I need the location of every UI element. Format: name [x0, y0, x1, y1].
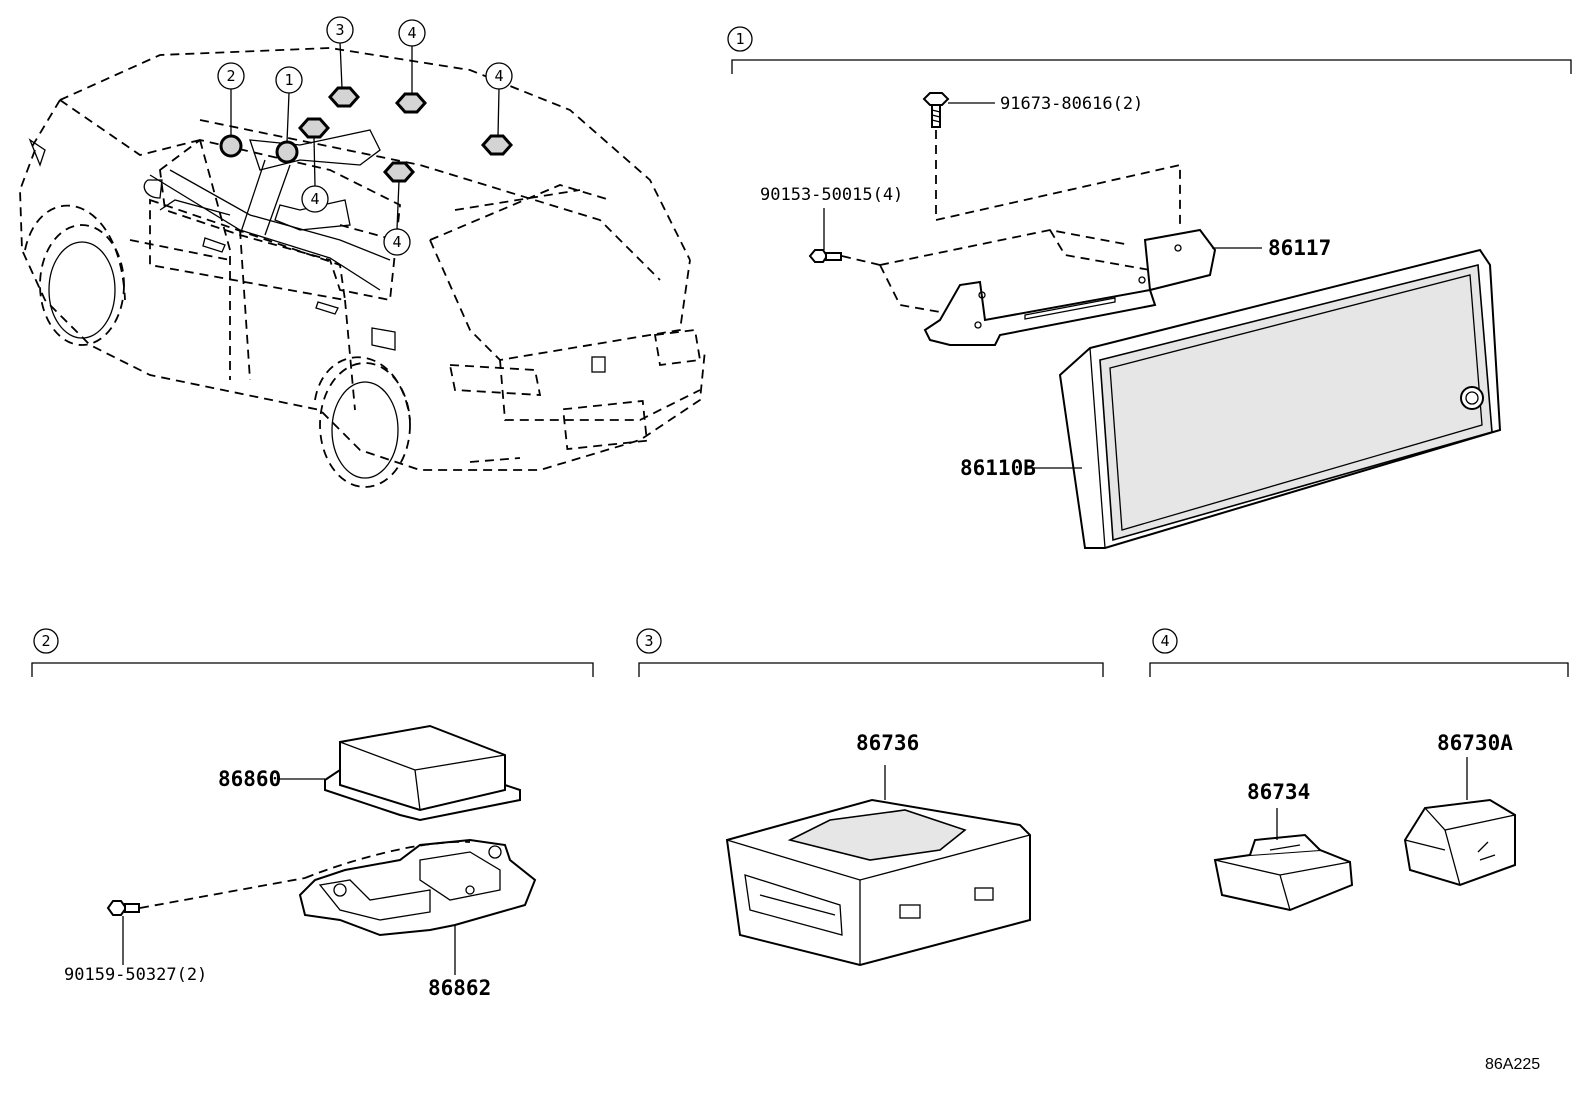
label-86110b: 86110B: [960, 456, 1036, 480]
label-90153-50015: 90153-50015(4): [760, 185, 903, 205]
marker-4-hex-c: [382, 161, 416, 183]
svg-text:4: 4: [407, 24, 416, 42]
rear-wheel: [314, 356, 411, 488]
bolt-90153: [808, 208, 881, 266]
label-86730a: 86730A: [1437, 731, 1513, 755]
svg-text:4: 4: [1160, 632, 1169, 650]
front-wheel: [24, 204, 126, 346]
section-1: 1 91673-80616(2) 90153-50015(4): [727, 26, 1572, 549]
svg-text:2: 2: [226, 67, 235, 85]
vehicle-illustration: [19, 41, 706, 488]
svg-text:3: 3: [644, 632, 653, 650]
svg-text:3: 3: [335, 21, 344, 39]
label-86117: 86117: [1268, 236, 1331, 260]
callout-4-d: 4: [383, 228, 411, 256]
svg-text:4: 4: [392, 233, 401, 251]
bracket-86862: [139, 838, 537, 975]
label-86736: 86736: [856, 731, 919, 755]
label-86862: 86862: [428, 976, 491, 1000]
marker-2-round: [219, 134, 243, 158]
svg-text:2: 2: [41, 632, 50, 650]
marker-3-hex: [327, 86, 361, 108]
callout-1: 1: [275, 66, 303, 94]
marker-4-hex-b: [394, 92, 428, 114]
label-86860: 86860: [218, 767, 281, 791]
label-91673-80616: 91673-80616(2): [1000, 94, 1143, 114]
callout-2: 2: [217, 62, 245, 90]
marker-4-hex-a: [297, 117, 331, 139]
section-3: 3 86736: [636, 628, 1104, 967]
section-2: 2 86860 86862 90: [31, 628, 594, 1000]
sensor-86734: [1213, 808, 1354, 912]
screw-91673: [922, 92, 995, 220]
bolt-90159: [106, 900, 140, 965]
callout-4-b: 4: [485, 62, 513, 90]
label-90159-50327: 90159-50327(2): [64, 965, 207, 985]
callout-4-c: 4: [301, 185, 329, 213]
svg-text:4: 4: [494, 67, 503, 85]
figure-code: 86A225: [1485, 1056, 1540, 1073]
svg-text:1: 1: [284, 71, 293, 89]
module-86736: [725, 765, 1031, 967]
bracket-86117: [879, 163, 1262, 346]
sensor-86730a: [1403, 757, 1516, 887]
display-86110b: [1025, 248, 1502, 549]
label-86734: 86734: [1247, 780, 1310, 804]
marker-4-hex-d: [480, 134, 514, 156]
svg-text:1: 1: [735, 30, 744, 48]
ecu-86860: [278, 724, 521, 822]
section-4: 4 86734 86730A: [1149, 628, 1569, 912]
callout-4-a: 4: [398, 19, 426, 47]
callout-3: 3: [326, 16, 354, 44]
svg-text:4: 4: [310, 190, 319, 208]
marker-1-round: [275, 140, 299, 164]
